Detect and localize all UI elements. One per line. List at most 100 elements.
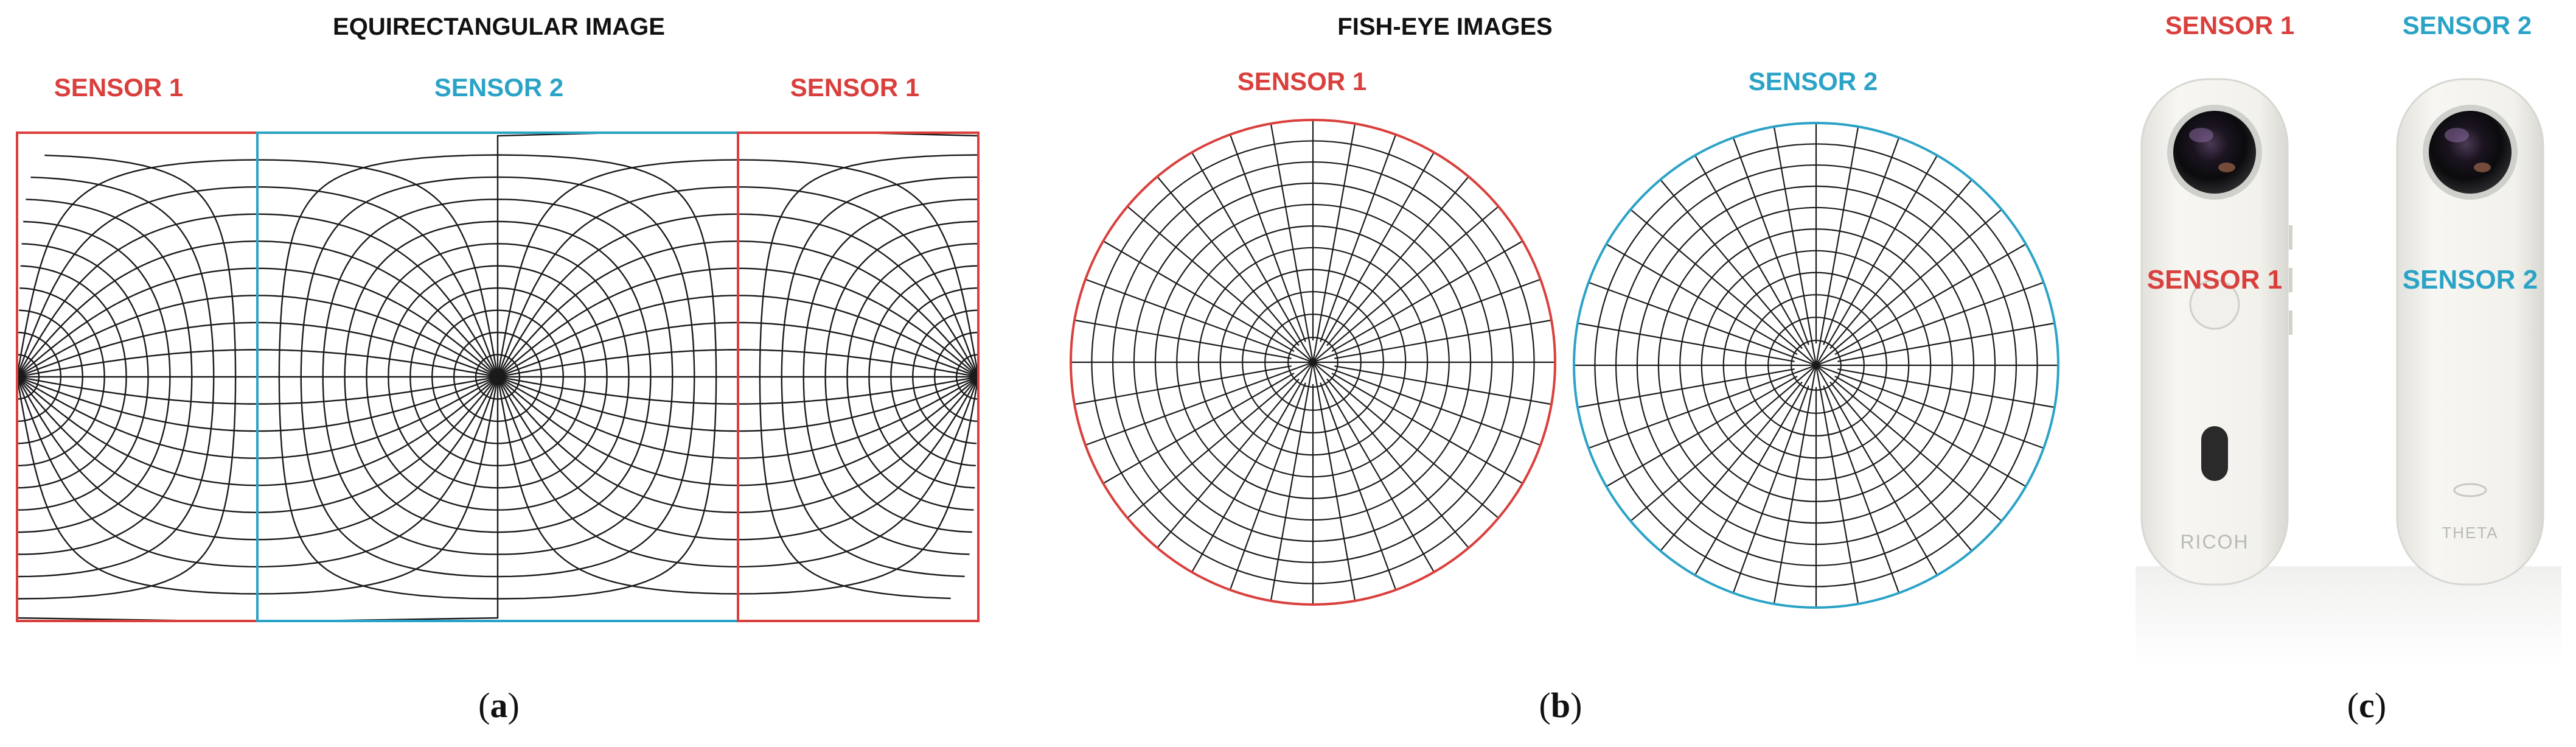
equirect-line [257, 376, 498, 513]
fisheye-spoke [1815, 365, 1938, 576]
equirect-line [496, 213, 739, 377]
fisheye-spoke [1102, 240, 1295, 352]
equirect-line [737, 240, 978, 377]
equirect-line [496, 376, 739, 595]
equirect-line [17, 376, 257, 432]
equirect-line [497, 376, 738, 432]
panel-b-sensor-2-label: SENSOR 2 [1748, 67, 1878, 96]
equirect-line [257, 295, 498, 378]
fisheye-spoke [1694, 155, 1817, 366]
equirect-line [257, 321, 498, 378]
equirect-line [496, 376, 739, 568]
fisheye-spoke [1270, 362, 1314, 601]
camera-illustration [2136, 78, 2561, 664]
camera-front-view [2140, 78, 2292, 586]
fisheye-sensor-2 [1573, 122, 2059, 609]
fisheye-spoke [1157, 176, 1300, 346]
equirect-line [737, 295, 978, 378]
shutter-button-icon [2189, 279, 2240, 330]
equirect-line [497, 295, 739, 378]
fisheye-spoke [1127, 362, 1314, 519]
equirect-line [737, 159, 978, 377]
equirect-line [737, 376, 978, 459]
camera-brand-theta: THETA [2442, 524, 2499, 542]
panel-a-sensor-1-left-label: SENSOR 1 [54, 73, 184, 102]
equirect-line [17, 376, 258, 513]
equirect-line [17, 349, 258, 378]
equirect-line [497, 267, 738, 377]
fisheye-spoke [1834, 375, 2027, 487]
fisheye-spoke [1815, 126, 1859, 366]
fisheye-spoke [1732, 385, 1809, 594]
camera-overlay-sensor-1-label: SENSOR 1 [2146, 265, 2283, 295]
fisheye-spoke [1630, 365, 1817, 522]
fisheye-spoke [1191, 362, 1314, 573]
equirect-line [497, 349, 739, 378]
equirect-line [737, 376, 978, 568]
fisheye-spoke [1157, 378, 1300, 549]
fisheye-spoke [1815, 281, 2044, 366]
equirect-line [17, 321, 257, 378]
fisheye-spoke [1085, 361, 1314, 446]
fisheye-spoke [1312, 278, 1541, 363]
equirect-line [257, 240, 498, 377]
fisheye-spoke [1320, 382, 1397, 591]
equirect-line [17, 376, 258, 541]
equirect-line [17, 376, 257, 486]
fisheye-spoke [1577, 322, 1795, 362]
equirect-line [257, 159, 499, 377]
equirect-line [738, 321, 978, 378]
fisheye-spoke [1270, 123, 1314, 363]
equirect-line [737, 349, 978, 378]
equirect-line [738, 376, 978, 486]
sensor-1-lens-icon [2173, 111, 2256, 194]
fisheye-spoke [1732, 137, 1809, 345]
fisheye-spoke [1606, 375, 1798, 487]
equirect-line [257, 213, 499, 377]
equirect-line [17, 267, 257, 377]
status-window-icon [2201, 426, 2228, 481]
fisheye-spoke [1815, 365, 1859, 605]
panel-a-title: EQUIRECTANGULAR IMAGE [333, 13, 665, 40]
fisheye-spoke [1320, 134, 1397, 342]
fisheye-spoke [1312, 123, 1356, 363]
fisheye-spoke [1773, 365, 1817, 605]
theta-logo-icon [2453, 483, 2487, 497]
equirect-line [257, 267, 498, 377]
equirect-line [738, 267, 978, 377]
camera-brand-ricoh: RICOH [2180, 531, 2249, 553]
fisheye-spoke [1312, 362, 1499, 519]
fisheye-spoke [1660, 381, 1803, 552]
fisheye-spoke [1191, 152, 1314, 363]
fisheye-spoke [1588, 364, 1817, 449]
equirect-line [737, 376, 978, 595]
caption-b: (b) [1539, 686, 1582, 725]
equirect-line [737, 376, 978, 405]
equirect-line [17, 376, 258, 568]
panel-c-sensor-1-label: SENSOR 1 [2165, 11, 2295, 40]
equirect-line [496, 133, 618, 377]
fisheye-spoke [1837, 368, 2055, 409]
equirect-line [17, 213, 258, 377]
fisheye-spoke [1326, 176, 1469, 346]
panel-b-title: FISH-EYE IMAGES [1337, 13, 1553, 40]
caption-c: (c) [2347, 686, 2387, 725]
panel-b-sensor-1-label: SENSOR 1 [1237, 67, 1367, 96]
fisheye-spoke [1815, 155, 1938, 366]
fisheye-spoke [1331, 372, 1523, 484]
fisheye-spoke [1834, 244, 2027, 356]
equirect-grid-lines [17, 133, 978, 621]
fisheye-spoke [1815, 364, 2044, 449]
fisheye-border [1573, 122, 2059, 609]
sensor-1-right-region [737, 132, 980, 622]
fisheye-spoke [1823, 385, 1900, 594]
panel-c-sensor-2-label: SENSOR 2 [2402, 11, 2532, 40]
fisheye-spoke [1773, 126, 1817, 366]
equirect-line [17, 295, 258, 378]
fisheye-spoke [1334, 319, 1552, 359]
fisheye-spoke [1829, 179, 1972, 349]
fisheye-spoke [1837, 322, 2055, 362]
equirect-line [17, 376, 258, 405]
fisheye-spoke [1588, 281, 1817, 366]
